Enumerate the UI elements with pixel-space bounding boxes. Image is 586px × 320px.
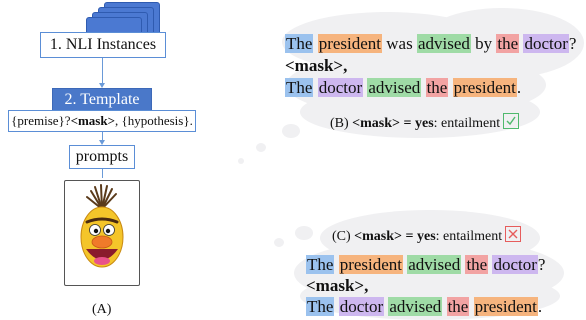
example-c-mask: <mask>, (306, 275, 368, 297)
word-president: president (473, 297, 538, 316)
word-the: the (425, 78, 449, 97)
prompts-box: prompts (69, 145, 135, 169)
word-doctor: doctor (492, 255, 538, 274)
template-premise: {premise}? (11, 113, 71, 128)
word-the: the (465, 255, 489, 274)
question-mark: ? (537, 255, 546, 274)
example-b-hypothesis: The doctor advised the president. (285, 77, 521, 99)
template-hypothesis: , {hypothesis}. (115, 113, 193, 128)
word-the: the (496, 34, 520, 53)
mask-token: <mask>, (306, 276, 369, 295)
cross-icon (505, 226, 522, 242)
caption-c-suffix: : entailment (435, 229, 503, 244)
template-mask: <mask> (70, 113, 115, 128)
word-doctor: doctor (338, 297, 385, 316)
caption-c: (C) <mask> = yes: entailment (332, 226, 522, 246)
word-doctor: doctor (523, 34, 569, 53)
caption-c-prefix: (C) (332, 229, 355, 244)
word-doctor: doctor (317, 78, 364, 97)
arrow-down-icon (99, 140, 105, 145)
word-president: president (452, 78, 517, 97)
word-advised: advised (416, 34, 471, 53)
connector-line (102, 132, 103, 142)
word-advised: advised (367, 78, 422, 97)
word-the: The (285, 78, 314, 97)
example-c-hypothesis: The doctor advised the president. (306, 296, 542, 318)
period: . (537, 297, 543, 316)
example-c-premise: The president advised the doctor? (306, 254, 545, 276)
word-advised: advised (407, 255, 462, 274)
prompts-label: prompts (75, 148, 129, 165)
puppet-face-icon (80, 184, 124, 268)
nli-instances-box: 1. NLI Instances (40, 32, 166, 58)
connector-line (102, 169, 103, 178)
mask-token: <mask>, (285, 56, 348, 75)
question-mark: ? (568, 34, 577, 53)
period: . (516, 78, 522, 97)
panel-label-a: (A) (92, 302, 112, 317)
arrow-down-icon (99, 83, 105, 88)
word-the: The (285, 34, 314, 53)
caption-b-prefix: (B) (330, 116, 353, 131)
word-by: by (475, 34, 493, 53)
word-advised: advised (388, 297, 443, 316)
word-president: president (338, 255, 404, 274)
word-the: The (306, 297, 335, 316)
check-icon (503, 113, 520, 129)
nli-instances-label: 1. NLI Instances (49, 36, 157, 53)
puppet-frame (64, 180, 140, 286)
connector-line (102, 58, 103, 84)
word-was: was (386, 34, 413, 53)
caption-b-rule: <mask> = yes (352, 116, 434, 131)
caption-b: (B) <mask> = yes: entailment (330, 113, 520, 133)
caption-b-suffix: : entailment (433, 116, 501, 131)
word-the: the (446, 297, 470, 316)
template-label: 2. Template (64, 91, 140, 108)
example-b-mask: <mask>, (285, 55, 347, 77)
word-the: The (306, 255, 335, 274)
example-b-premise: The president was advised by the doctor? (285, 33, 576, 55)
word-president: president (317, 34, 383, 53)
caption-c-rule: <mask> = yes (354, 229, 436, 244)
template-text-box: {premise}?<mask>, {hypothesis}. (8, 110, 196, 132)
template-box: 2. Template (52, 88, 152, 112)
